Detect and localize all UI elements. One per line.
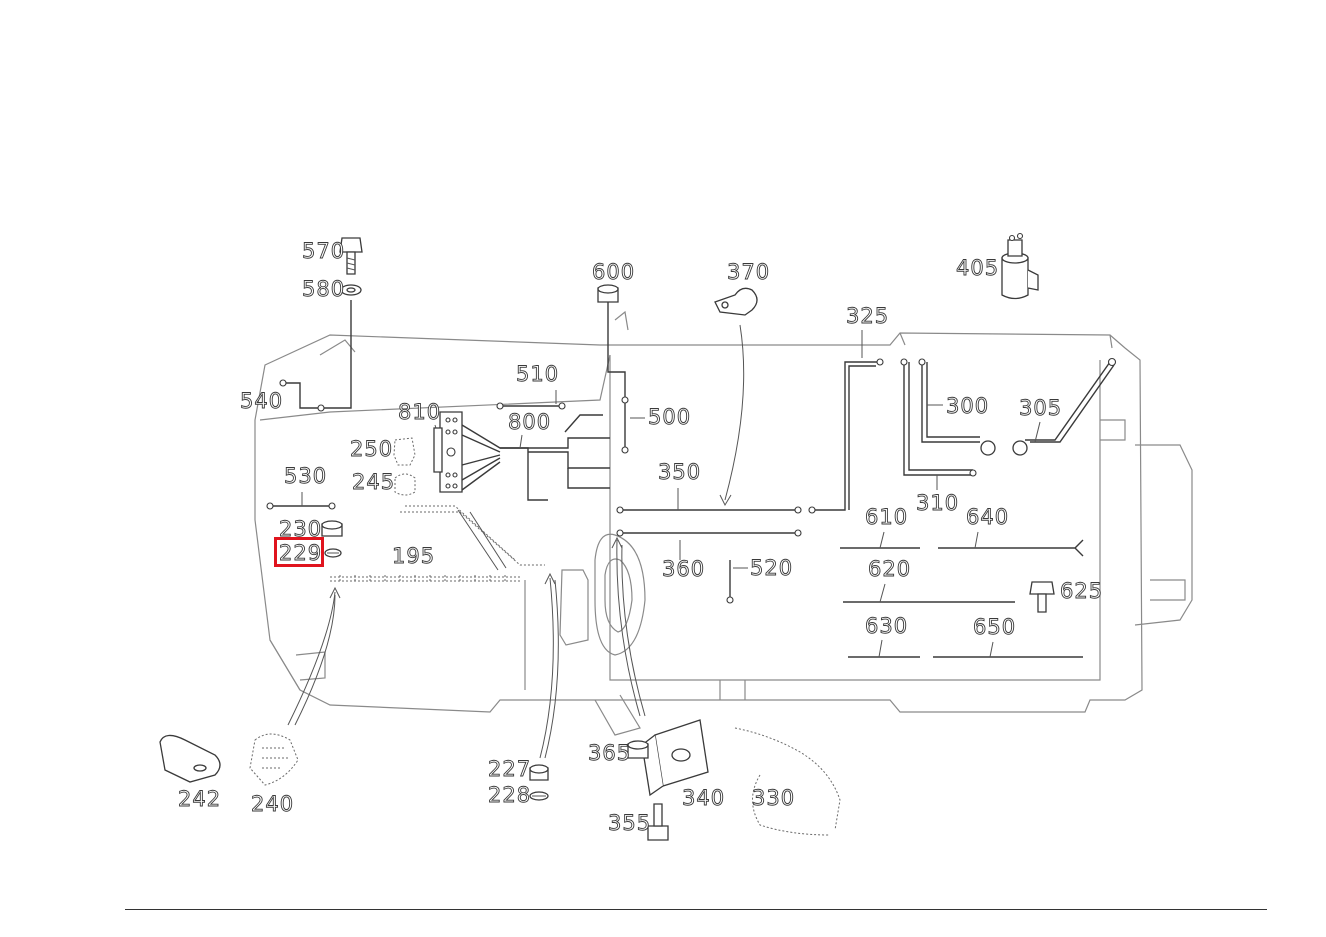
callout-540: 540 bbox=[240, 389, 283, 413]
callout-250: 250 bbox=[350, 437, 393, 461]
callout-245: 245 bbox=[352, 470, 395, 494]
nut-365-icon bbox=[627, 740, 649, 759]
callout-500: 500 bbox=[648, 405, 691, 429]
callout-530: 530 bbox=[284, 464, 327, 488]
grommet-245-icon bbox=[394, 473, 416, 496]
hardware-parts bbox=[159, 232, 1055, 841]
washer-228-icon bbox=[529, 791, 549, 801]
nut-227-icon bbox=[529, 764, 549, 781]
callout-625: 625 bbox=[1060, 579, 1103, 603]
nut-230-icon bbox=[321, 520, 343, 537]
callout-242: 242 bbox=[178, 787, 221, 811]
tie-240-icon bbox=[249, 733, 299, 786]
bolt-625-icon bbox=[1029, 581, 1055, 613]
bolt-570-icon bbox=[339, 237, 363, 275]
washer-229-icon bbox=[324, 548, 342, 558]
assembly-arrows bbox=[287, 324, 745, 759]
nut-600-icon bbox=[597, 284, 619, 303]
callout-630: 630 bbox=[865, 614, 908, 638]
callout-229: 229 bbox=[279, 541, 322, 565]
callout-305: 305 bbox=[1019, 396, 1062, 420]
callout-810: 810 bbox=[398, 400, 441, 424]
callout-330: 330 bbox=[752, 786, 795, 810]
callout-650: 650 bbox=[973, 615, 1016, 639]
callout-580: 580 bbox=[302, 277, 345, 301]
callout-228: 228 bbox=[488, 783, 531, 807]
callout-520: 520 bbox=[750, 556, 793, 580]
callout-355: 355 bbox=[608, 811, 651, 835]
connector-250-icon bbox=[393, 437, 416, 466]
callout-405: 405 bbox=[956, 256, 999, 280]
callout-227: 227 bbox=[488, 757, 531, 781]
callout-600: 600 bbox=[592, 260, 635, 284]
bracket-340-icon bbox=[641, 719, 709, 797]
callout-570: 570 bbox=[302, 239, 345, 263]
washer-580-icon bbox=[340, 284, 362, 296]
wire-harness bbox=[266, 300, 1117, 658]
footer-rule bbox=[125, 909, 1267, 910]
callout-310: 310 bbox=[916, 491, 959, 515]
callout-640: 640 bbox=[966, 505, 1009, 529]
vehicle-body-outline bbox=[254, 310, 1193, 736]
callout-340: 340 bbox=[682, 786, 725, 810]
callout-510: 510 bbox=[516, 362, 559, 386]
callout-360: 360 bbox=[662, 557, 705, 581]
callout-800: 800 bbox=[508, 410, 551, 434]
callout-610: 610 bbox=[865, 505, 908, 529]
callout-350: 350 bbox=[658, 460, 701, 484]
solenoid-405-icon bbox=[1001, 232, 1039, 300]
clip-370-icon bbox=[714, 287, 758, 316]
highlight-box-229 bbox=[274, 537, 324, 567]
callout-325: 325 bbox=[846, 304, 889, 328]
cable-330-icon bbox=[734, 727, 841, 836]
callout-620: 620 bbox=[868, 557, 911, 581]
callout-195: 195 bbox=[392, 544, 435, 568]
callout-300: 300 bbox=[946, 394, 989, 418]
clip-242-icon bbox=[159, 734, 221, 783]
bolt-355-icon bbox=[647, 803, 669, 841]
callout-240: 240 bbox=[251, 792, 294, 816]
relay-block-810-icon bbox=[433, 411, 463, 493]
callout-370: 370 bbox=[727, 260, 770, 284]
callout-365: 365 bbox=[588, 741, 631, 765]
